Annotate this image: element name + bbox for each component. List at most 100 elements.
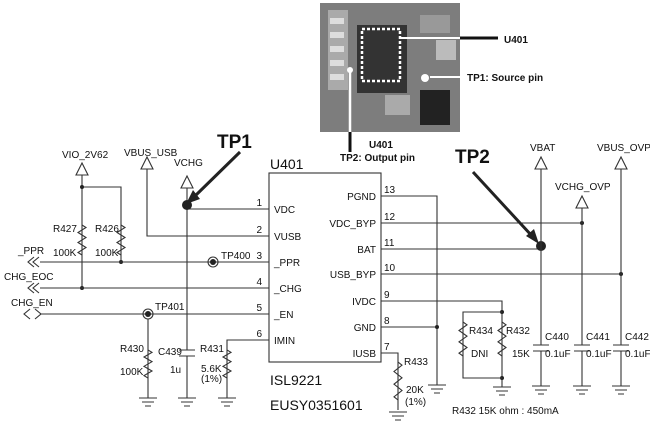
resistor-r426	[115, 224, 127, 256]
net-vbat: VBAT	[530, 143, 555, 154]
pin-name-usbbyp: USB_BYP	[330, 270, 376, 281]
vio-2v62-power-arrow	[75, 161, 89, 176]
ground-icon	[178, 397, 196, 407]
r431-value: 5.6K	[201, 364, 222, 375]
c441-value: 0.1uF	[586, 349, 612, 360]
r430-ref: R430	[120, 344, 144, 355]
net-chg-en: CHG_EN	[11, 298, 53, 309]
ic-part: ISL9221	[270, 372, 322, 388]
ic-code: EUSY0351601	[270, 397, 363, 413]
r433-ref: R433	[404, 357, 428, 368]
c440-value: 0.1uF	[545, 349, 571, 360]
net-vchg: VCHG	[174, 158, 203, 169]
pin-number: 2	[256, 225, 262, 236]
net-vchg-ovp: VCHG_OVP	[555, 182, 611, 193]
c439-ref: C439	[158, 347, 182, 358]
pin-name-chg: _CHG	[273, 284, 302, 295]
r430-value: 100K	[120, 367, 144, 378]
junction-dot	[435, 325, 439, 329]
pin-name-vdc: VDC	[274, 205, 295, 216]
pin-number: 13	[384, 185, 396, 196]
c442-ref: C442	[625, 332, 649, 343]
r432-value: 15K	[512, 349, 530, 360]
chg-en-offpage-icon	[23, 308, 42, 320]
pin-number: 1	[256, 198, 262, 209]
r426-value: 100K	[95, 248, 119, 259]
pin-number: 10	[384, 263, 396, 274]
vchg-power-arrow	[180, 174, 194, 189]
chg-eoc-offpage-icon	[27, 282, 40, 294]
r432-ref: R432	[506, 326, 530, 337]
vbat-power-arrow	[534, 155, 548, 170]
vchg-ovp-power-arrow	[575, 194, 589, 209]
tp1-arrow	[193, 150, 242, 198]
r431-ref: R431	[200, 344, 224, 355]
ground-icon	[389, 411, 407, 421]
pin-name-en: _EN	[273, 310, 293, 321]
r433-value: 20K	[406, 385, 424, 396]
photo-label-tp2: TP2: Output pin	[340, 153, 415, 164]
ground-icon	[428, 384, 446, 394]
ground-icon	[139, 397, 157, 407]
pin-name-gnd: GND	[354, 323, 376, 334]
tp401	[142, 308, 154, 320]
pin-number: 12	[384, 212, 396, 223]
wire	[82, 186, 122, 262]
r434-value: DNI	[471, 349, 488, 360]
wire	[226, 339, 269, 398]
pin-number: 5	[256, 303, 262, 314]
capacitor-c439	[179, 349, 195, 357]
tp1-pad	[421, 74, 429, 82]
pin-number: 9	[384, 290, 390, 301]
photo-label-u401-below: U401	[369, 140, 393, 151]
capacitor-c441	[574, 344, 590, 352]
resistor-r434	[458, 321, 468, 357]
pin-number: 7	[384, 342, 390, 353]
wire	[381, 352, 399, 410]
wire	[381, 300, 503, 387]
resistor-r432	[497, 321, 507, 357]
ground-icon	[573, 385, 591, 395]
pin-number: 8	[384, 316, 390, 327]
tp401-center	[145, 311, 151, 317]
callout-tp2: TP2	[455, 147, 490, 168]
resistor-r427	[76, 224, 88, 256]
r433-tolerance: (1%)	[405, 397, 426, 408]
wire	[146, 169, 269, 237]
pin-name-vusb: VUSB	[274, 232, 302, 243]
capacitor-c440	[533, 344, 549, 352]
pin-number: 6	[256, 329, 262, 340]
design-note: R432 15K ohm : 450mA	[452, 406, 559, 417]
net-vbus-usb: VBUS_USB	[124, 148, 178, 159]
ground-icon	[218, 397, 236, 407]
junction-dot	[80, 185, 84, 189]
pin-number: 4	[256, 277, 262, 288]
pin-name-pgnd: PGND	[347, 192, 376, 203]
c440-ref: C440	[545, 332, 569, 343]
photo-label-tp1: TP1: Source pin	[467, 73, 543, 84]
r434-ref: R434	[469, 326, 493, 337]
r431-tolerance: (1%)	[201, 374, 222, 385]
c439-value: 1u	[170, 365, 181, 376]
net-chg-eoc: CHG_EOC	[4, 272, 53, 283]
vbus-ovp-power-arrow	[614, 155, 628, 170]
tp2-arrow	[471, 170, 534, 238]
tp2-pad	[347, 67, 353, 73]
tp401-label: TP401	[155, 302, 185, 313]
net-ppr: _PPR	[17, 246, 44, 257]
tp400-label: TP400	[221, 251, 251, 262]
vbus-usb-power-arrow	[140, 155, 154, 170]
pin-number: 3	[256, 251, 262, 262]
pin-number: 11	[384, 238, 395, 249]
pin-name-imin: IMIN	[274, 336, 295, 347]
resistor-r433	[393, 361, 403, 401]
ic-body	[268, 172, 382, 363]
ppr-offpage-icon	[27, 256, 40, 268]
net-vio-2v62: VIO_2V62	[62, 150, 109, 161]
net-vbus-ovp: VBUS_OVP	[597, 143, 650, 154]
pin-name-ivdc: IVDC	[352, 297, 376, 308]
ground-icon	[493, 386, 511, 396]
pin-name-bat: BAT	[357, 245, 376, 256]
r426-ref: R426	[95, 224, 119, 235]
